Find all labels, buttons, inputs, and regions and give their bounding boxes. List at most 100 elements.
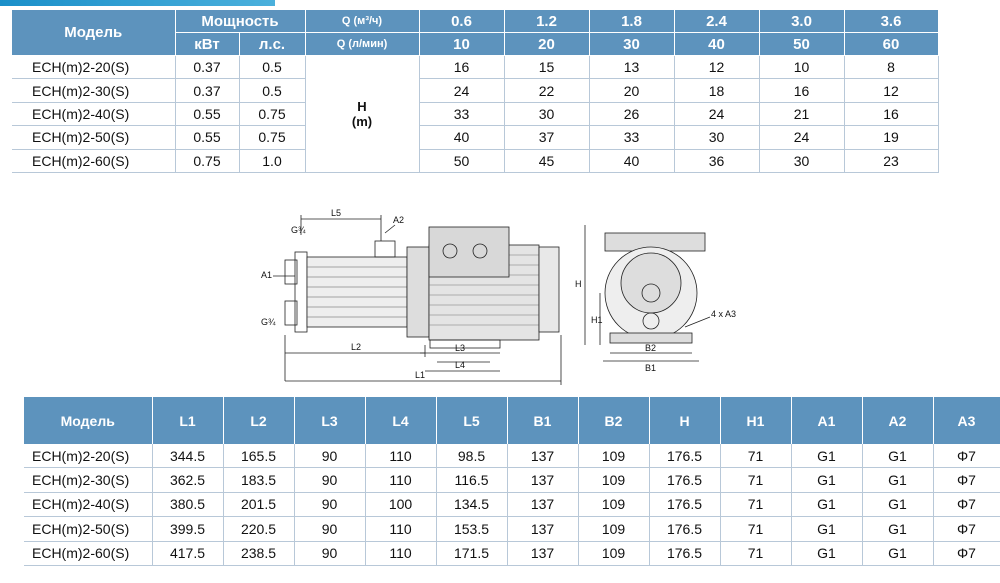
- top-accent-strip: [0, 0, 1000, 9]
- dimension-cell: 176.5: [649, 467, 721, 493]
- head-label-cell: H (m): [305, 55, 420, 173]
- model-header: Модель: [24, 397, 153, 444]
- q-m3h-value: 1.2: [504, 10, 590, 33]
- g-bottom-label: G¾: [261, 317, 276, 327]
- model-cell: ECH(m)2-30(S): [24, 467, 153, 493]
- dimension-cell: 220.5: [223, 516, 295, 542]
- q-m3h-value: 1.8: [589, 10, 675, 33]
- head-value: 24: [419, 78, 505, 103]
- kw-cell: 0.75: [175, 149, 240, 173]
- dimension-cell: Φ7: [933, 541, 1000, 566]
- hp-cell: 0.75: [239, 102, 306, 127]
- dimension-header-l1: L1: [152, 397, 224, 444]
- dimension-cell: 90: [294, 541, 366, 566]
- section-title-bar: [0, 0, 275, 6]
- dimension-header-l3: L3: [294, 397, 366, 444]
- kw-cell: 0.37: [175, 55, 240, 80]
- dimension-cell: 90: [294, 492, 366, 518]
- dimension-cell: 201.5: [223, 492, 295, 518]
- dimension-cell: 134.5: [436, 492, 508, 518]
- dimension-cell: G1: [862, 444, 934, 469]
- head-value: 18: [674, 78, 760, 103]
- head-value: 24: [674, 102, 760, 127]
- g-top-label: G¾: [291, 225, 306, 235]
- dimension-cell: 171.5: [436, 541, 508, 566]
- head-value: 10: [759, 55, 845, 80]
- q-m3h-value: 2.4: [674, 10, 760, 33]
- head-value: 30: [674, 125, 760, 150]
- q-m3h-value: 0.6: [419, 10, 505, 33]
- a2-label: A2: [393, 215, 404, 225]
- head-value: 13: [589, 55, 675, 80]
- head-unit: (m): [351, 113, 373, 129]
- dimension-cell: G1: [862, 516, 934, 542]
- dimension-cell: 344.5: [152, 444, 224, 469]
- dimension-cell: 417.5: [152, 541, 224, 566]
- dimension-cell: 110: [365, 541, 437, 566]
- dimension-cell: 110: [365, 467, 437, 493]
- dimension-cell: 137: [507, 541, 579, 566]
- dimension-cell: G1: [791, 444, 863, 469]
- dimension-cell: G1: [862, 492, 934, 518]
- dimension-cell: 71: [720, 444, 792, 469]
- a3-label: 4 x A3: [711, 309, 736, 319]
- table-row: ECH(m)2-30(S) 0.37 0.5 24 22 20 18 16 12: [12, 78, 939, 103]
- performance-table: Модель Мощность Q (м³/ч) 0.6 1.2 1.8 2.4…: [12, 10, 939, 173]
- dimension-cell: 100: [365, 492, 437, 518]
- head-value: 8: [844, 55, 939, 80]
- q-m3h-value: 3.0: [759, 10, 845, 33]
- dimension-cell: G1: [791, 516, 863, 542]
- model-cell: ECH(m)2-20(S): [12, 55, 176, 80]
- dimension-cell: 90: [294, 516, 366, 542]
- terminal-box: [428, 226, 510, 278]
- dimension-header-a3: A3: [933, 397, 1000, 444]
- dimension-header-l4: L4: [365, 397, 437, 444]
- h-label: H: [575, 279, 582, 289]
- q-lmin-value: 20: [504, 32, 590, 56]
- dimension-cell: 90: [294, 444, 366, 469]
- dimension-cell: 176.5: [649, 516, 721, 542]
- l1-label: L1: [415, 370, 425, 380]
- q-lmin-value: 60: [844, 32, 939, 56]
- head-value: 16: [759, 78, 845, 103]
- hp-header: л.с.: [239, 32, 306, 56]
- head-value: 23: [844, 149, 939, 173]
- model-cell: ECH(m)2-20(S): [24, 444, 153, 469]
- dimension-header-l5: L5: [436, 397, 508, 444]
- dimension-cell: 380.5: [152, 492, 224, 518]
- dimension-cell: 109: [578, 492, 650, 518]
- dimension-header-l2: L2: [223, 397, 295, 444]
- kw-cell: 0.37: [175, 78, 240, 103]
- head-value: 24: [759, 125, 845, 150]
- model-header: Модель: [12, 10, 176, 56]
- q-m3h-value: 3.6: [844, 10, 939, 33]
- dimension-cell: Φ7: [933, 467, 1000, 493]
- l2-label: L2: [351, 342, 361, 352]
- l3-label: L3: [455, 343, 465, 353]
- head-value: 19: [844, 125, 939, 150]
- table-row: ECH(m)2-50(S) 0.55 0.75 40 37 33 30 24 1…: [12, 125, 939, 150]
- head-value: 15: [504, 55, 590, 80]
- dimension-cell: G1: [791, 467, 863, 493]
- q-lmin-value: 30: [589, 32, 675, 56]
- dimension-cell: Φ7: [933, 492, 1000, 518]
- dimension-cell: 176.5: [649, 541, 721, 566]
- power-header: Мощность: [175, 10, 306, 33]
- a1-label: A1: [261, 270, 272, 280]
- head-value: 21: [759, 102, 845, 127]
- dimension-cell: 109: [578, 541, 650, 566]
- dimension-cell: 71: [720, 492, 792, 518]
- dimension-cell: 90: [294, 467, 366, 493]
- head-value: 16: [844, 102, 939, 127]
- head-value: 37: [504, 125, 590, 150]
- dimension-cell: G1: [862, 541, 934, 566]
- dimension-cell: 71: [720, 516, 792, 542]
- b1-label: B1: [645, 363, 656, 373]
- head-value: 30: [504, 102, 590, 127]
- hp-cell: 0.5: [239, 78, 306, 103]
- dimension-cell: 137: [507, 516, 579, 542]
- model-cell: ECH(m)2-60(S): [12, 149, 176, 173]
